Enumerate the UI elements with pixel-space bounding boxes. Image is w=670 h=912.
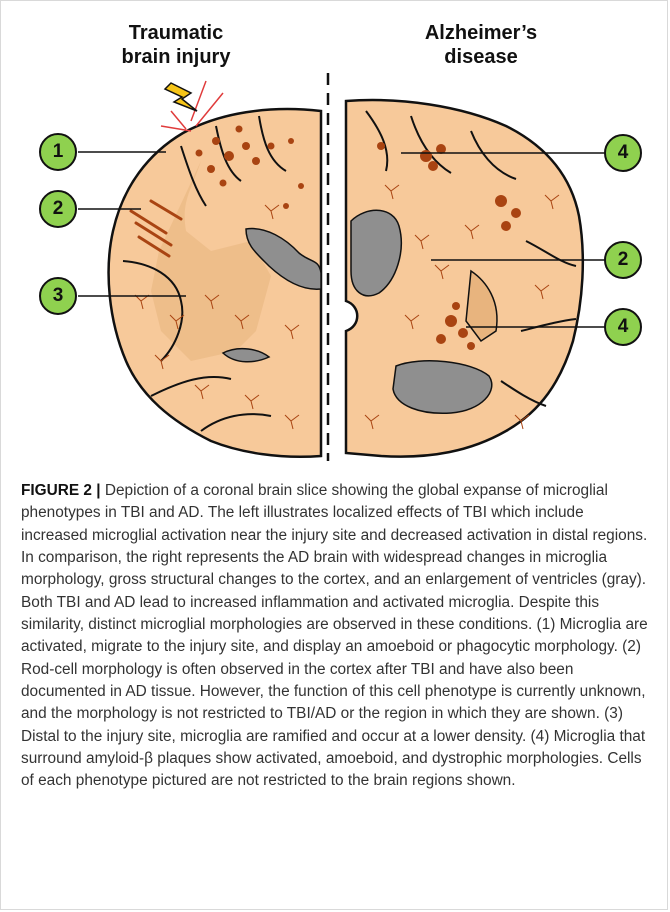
heading-line: brain injury — [76, 45, 276, 69]
callout-marker: 4 — [604, 134, 642, 172]
heading-alzheimers-disease: Alzheimer’s disease — [381, 21, 581, 69]
callout-marker: 2 — [604, 241, 642, 279]
caption-text: Depiction of a coronal brain slice showi… — [21, 482, 648, 789]
callout-marker: 3 — [39, 277, 77, 315]
heading-line: Alzheimer’s — [381, 21, 581, 45]
ad-ventricle — [393, 361, 492, 413]
heading-traumatic-brain-injury: Traumatic brain injury — [76, 21, 276, 69]
tbi-hemisphere — [109, 81, 321, 457]
figure-caption: FIGURE 2 | Depiction of a coronal brain … — [21, 480, 653, 793]
heading-line: disease — [381, 45, 581, 69]
brain-illustration — [1, 1, 669, 471]
heading-line: Traumatic — [76, 21, 276, 45]
callout-marker: 1 — [39, 133, 77, 171]
callout-marker: 4 — [604, 308, 642, 346]
lightning-icon — [165, 83, 197, 111]
figure-label: FIGURE 2 | — [21, 482, 101, 499]
callout-marker: 2 — [39, 190, 77, 228]
